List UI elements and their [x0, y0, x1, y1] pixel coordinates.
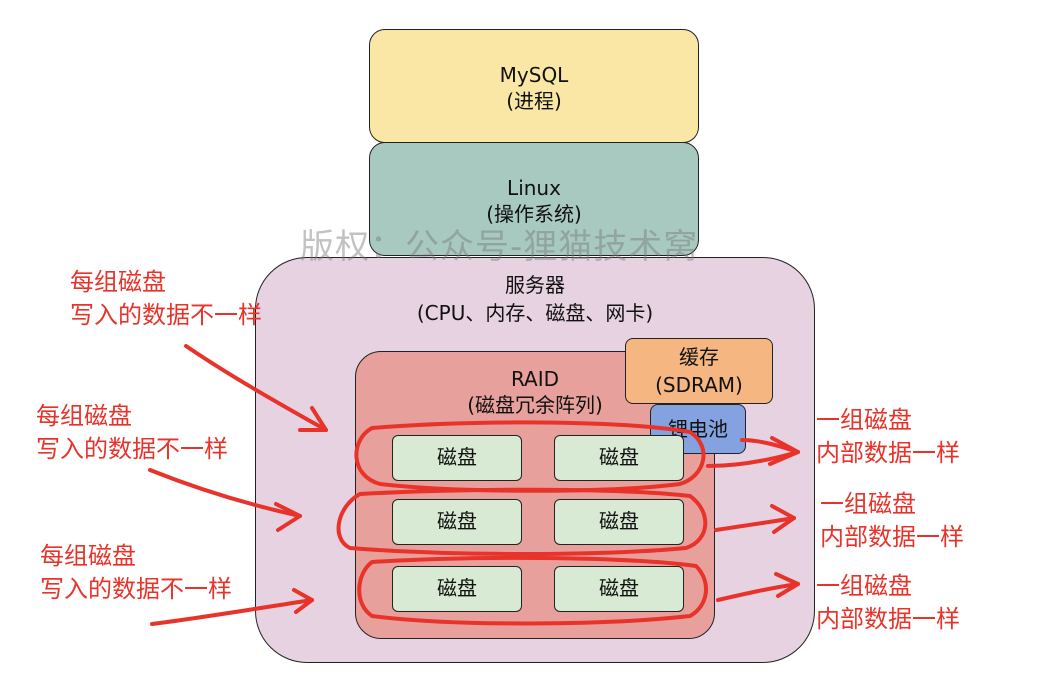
- server-box: 服务器 (CPU、内存、磁盘、网卡): [255, 257, 815, 663]
- right-annotation-2: 一组磁盘 内部数据一样: [820, 488, 964, 554]
- left-annotation-1-line2: 写入的数据不一样: [70, 301, 262, 329]
- mysql-label: MySQL: [499, 63, 569, 87]
- mysql-process-box: MySQL (进程): [369, 29, 699, 143]
- left-arrow-1: [184, 344, 328, 432]
- group-outline-row1: [354, 420, 706, 493]
- right-arrow-3-head: [774, 572, 800, 598]
- linux-os-box: Linux (操作系统): [369, 142, 699, 256]
- disk-row2-right: 磁盘: [554, 499, 684, 545]
- right-annotation-1-line2: 内部数据一样: [816, 439, 960, 467]
- server-label: 服务器: [505, 273, 565, 297]
- left-annotation-3: 每组磁盘 写入的数据不一样: [40, 540, 232, 606]
- right-annotation-1: 一组磁盘 内部数据一样: [816, 404, 960, 470]
- cache-label: 缓存: [679, 345, 719, 369]
- left-annotation-2-line1: 每组磁盘: [36, 402, 132, 430]
- right-arrow-1b: [740, 438, 800, 454]
- raid-sublabel: (磁盘冗余阵列): [467, 393, 603, 417]
- left-annotation-2-line2: 写入的数据不一样: [36, 435, 228, 463]
- disk-row1-right: 磁盘: [554, 435, 684, 481]
- left-annotation-3-line1: 每组磁盘: [40, 542, 136, 570]
- right-arrow-3: [716, 582, 800, 602]
- left-arrow-3-head: [292, 588, 314, 614]
- cache-sublabel: (SDRAM): [655, 373, 743, 397]
- left-annotation-1-line1: 每组磁盘: [70, 268, 166, 296]
- disk-row1-left: 磁盘: [392, 435, 522, 481]
- disk-row2-left: 磁盘: [392, 499, 522, 545]
- right-arrow-2: [714, 516, 796, 532]
- left-arrow-2: [148, 468, 302, 518]
- group-outline-row3: [357, 555, 709, 626]
- right-annotation-2-line2: 内部数据一样: [820, 523, 964, 551]
- cache-box: 缓存 (SDRAM): [625, 338, 773, 404]
- left-arrow-3: [150, 598, 314, 626]
- left-annotation-3-line2: 写入的数据不一样: [40, 575, 232, 603]
- server-sublabel: (CPU、内存、磁盘、网卡): [416, 301, 654, 325]
- left-arrow-1-head: [298, 406, 328, 432]
- disk-row3-right: 磁盘: [554, 566, 684, 612]
- left-annotation-2: 每组磁盘 写入的数据不一样: [36, 400, 228, 466]
- right-annotation-3-line2: 内部数据一样: [816, 605, 960, 633]
- linux-label: Linux: [507, 176, 561, 200]
- left-annotation-1: 每组磁盘 写入的数据不一样: [70, 266, 262, 332]
- right-arrow-2-head: [770, 504, 796, 534]
- right-annotation-1-line1: 一组磁盘: [816, 406, 912, 434]
- right-annotation-2-line1: 一组磁盘: [820, 490, 916, 518]
- disk-row3-left: 磁盘: [392, 566, 522, 612]
- mysql-sublabel: (进程): [506, 89, 562, 113]
- right-annotation-3: 一组磁盘 内部数据一样: [816, 570, 960, 636]
- raid-label: RAID: [510, 367, 560, 391]
- left-arrow-2-head: [274, 502, 302, 532]
- group-outline-row2: [336, 487, 708, 556]
- watermark: 版权：公众号-狸猫技术窝: [300, 227, 699, 267]
- right-annotation-3-line1: 一组磁盘: [816, 572, 912, 600]
- linux-sublabel: (操作系统): [486, 202, 582, 226]
